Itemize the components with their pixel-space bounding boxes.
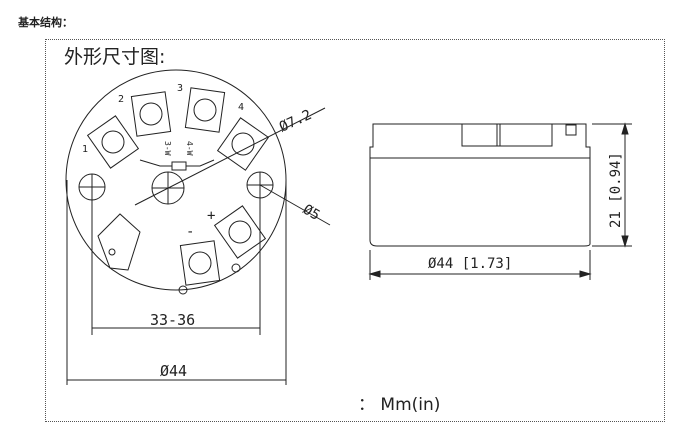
width-dimension: Ø44 [1.73] <box>428 256 512 272</box>
hole-7-2-dimension: Ø7.2 <box>277 107 314 136</box>
drawing-frame <box>45 39 665 422</box>
side-view <box>368 122 632 280</box>
leader-d5 <box>259 184 331 226</box>
section-header: 基本结构： <box>18 16 73 29</box>
terminal-3-label: 3 <box>177 83 183 94</box>
usb-icon <box>108 248 116 256</box>
plus-label: + <box>207 208 215 224</box>
drawing-title: 外形尺寸图: <box>64 46 166 68</box>
terminal-screws <box>86 87 270 286</box>
wire-3w-label: 3-W <box>163 141 172 156</box>
minus-label: - <box>186 224 194 240</box>
connector <box>461 123 553 147</box>
housing-outline <box>65 69 287 291</box>
hole-5-dimension: Ø5 <box>300 202 323 224</box>
diameter-dimension: Ø44 <box>160 362 187 380</box>
terminal-2-label: 2 <box>118 94 124 105</box>
span-dimension: 33-36 <box>150 311 195 329</box>
leader-d72 <box>134 107 326 206</box>
height-dimension: 21 [0.94] <box>608 152 624 228</box>
units-label: ： Mm(in) <box>358 395 441 415</box>
top-view <box>65 69 331 385</box>
terminal-4-label: 4 <box>238 102 244 113</box>
usb-port <box>97 213 141 271</box>
terminal-1-label: 1 <box>82 144 88 155</box>
wire-4w-label: 4-W <box>185 141 194 156</box>
